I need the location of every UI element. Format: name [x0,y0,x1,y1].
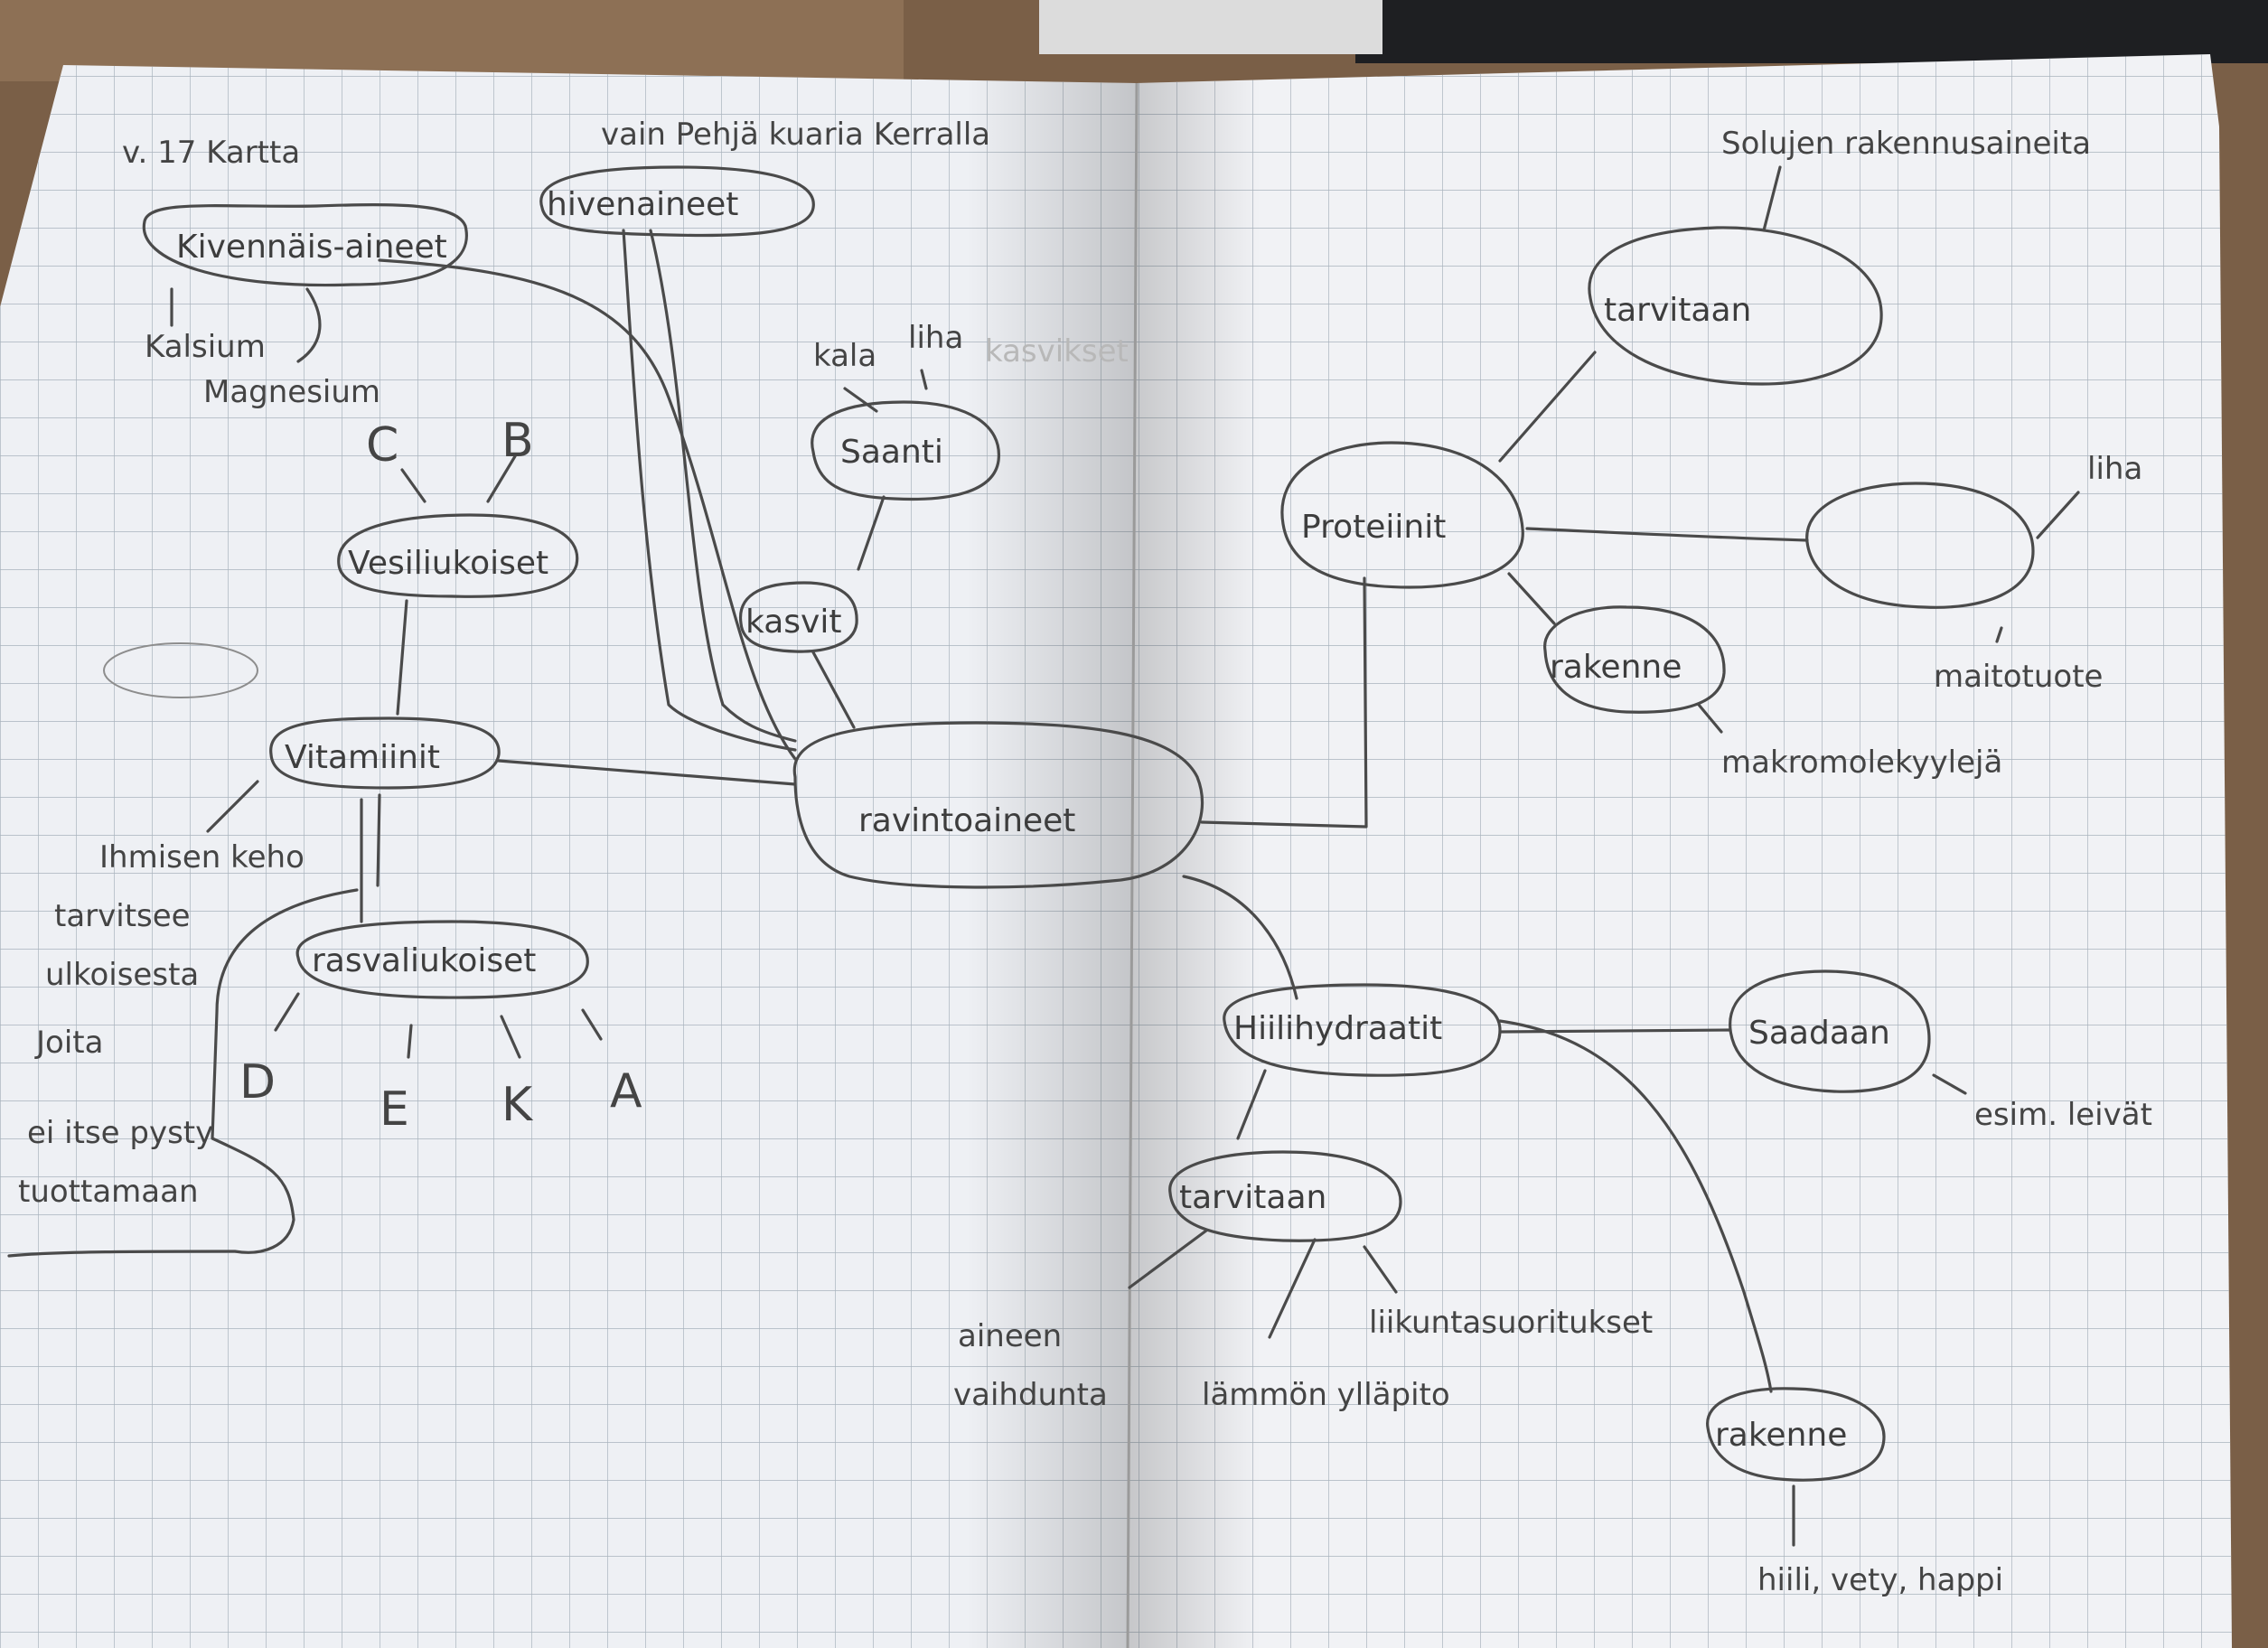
tarvitaan-top-label: tarvitaan [1604,292,1751,329]
saadan-top-oval [1805,482,2035,609]
letter-e: E [380,1082,409,1137]
ihmisen-note-2: tarvitsee [54,898,191,934]
top-note-right: Solujen rakennusaineita [1721,126,2091,162]
ihmisen-note-6: tuottamaan [18,1174,199,1210]
saadaan-mid-oval [1729,969,1931,1093]
letter-k: K [501,1078,534,1132]
right-page [1128,54,2232,1648]
right-page-connectors [1128,165,2080,1547]
rasvaliukoiset-oval [295,920,589,999]
tarvitaan-bottom-label: tarvitaan [1179,1179,1326,1216]
hiilihydraatit-label: Hiilihydraatit [1233,1010,1442,1047]
tarvitaan-top-oval [1588,226,1883,386]
right-page-nodes: tarvitaan Proteiinit rakenne Hiilihydraa… [1168,226,2035,1482]
kivennais-label: Kivennäis-aineet [176,229,447,266]
top-note-left: vain Pehjä kuaria Kerralla [601,117,990,153]
proteiinit-oval [1280,441,1524,589]
letter-d: D [239,1055,276,1110]
maitotuote-note: maitotuote [1934,659,2103,695]
left-page-notes: v. 17 Kartta vain Pehjä kuaria Kerralla … [18,117,1129,1210]
esim-leivat-note: esim. leivät [1974,1097,2152,1133]
saadaan-mid-label: Saadaan [1748,1015,1890,1052]
left-page-nodes: Kivennäis-aineet hivenaineet Vesiliukois… [142,165,1204,999]
letter-b: B [501,414,534,468]
ravintoaineet-oval [792,721,1204,889]
aineen-note-2: vaihdunta [953,1377,1108,1413]
kala-note: kala [813,338,876,374]
rasvaliukoiset-label: rasvaliukoiset [312,942,536,979]
ravintoaineet-label: ravintoaineet [858,802,1075,839]
kivennais-oval [142,203,468,287]
aineen-note-1: aineen [958,1318,1062,1354]
rakenne-top-label: rakenne [1550,649,1682,686]
hiilihydraatit-oval [1223,983,1502,1077]
liha-note-right: liha [2087,451,2142,487]
right-page-notes: Solujen rakennusaineita liha maitotuote … [953,126,2152,1598]
tarvitaan-bottom-oval [1168,1150,1402,1242]
hiili-note: hiili, vety, happi [1757,1562,2003,1598]
left-page [0,65,1137,1648]
magnesium-note: Magnesium [203,374,380,410]
book-spine [1126,82,1139,1648]
ihmisen-note-4: Joita [34,1025,103,1061]
erased-mark [103,642,258,698]
vesiliukoiset-oval [337,513,579,598]
lammon-note: lämmön ylläpito [1202,1377,1450,1413]
kalsium-note: Kalsium [145,329,266,365]
liha-note-left: liha [908,320,963,356]
kasvit-oval [739,581,858,653]
liikunta-note: liikuntasuoritukset [1369,1305,1653,1341]
ihmisen-note-3: ulkoisesta [45,957,199,993]
left-page-connectors [7,229,928,1258]
makromolekyyleja-note: makromolekyylejä [1721,744,2002,781]
saanti-label: Saanti [840,434,943,471]
hivenaineet-oval [539,165,815,238]
faint-crossed-text: kasvikset [985,333,1129,370]
rakenne-bottom-label: rakenne [1715,1417,1847,1454]
light-object [1039,0,1382,54]
letter-a: A [610,1064,642,1119]
ihmisen-note-1: Ihmisen keho [99,839,305,876]
vitamiinit-oval [269,716,501,790]
rakenne-top-oval [1543,605,1726,714]
ihmisen-note-5: ei itse pysty [27,1115,213,1151]
saanti-oval [811,400,1000,501]
kasvit-label: kasvit [745,604,841,641]
proteiinit-label: Proteiinit [1301,509,1446,546]
dark-object [1355,0,2268,63]
rakenne-bottom-oval [1706,1387,1886,1482]
vesiliukoiset-label: Vesiliukoiset [348,545,548,582]
page-title: v. 17 Kartta [122,135,300,171]
letter-c: C [366,418,398,473]
vitamiinit-label: Vitamiinit [285,739,440,776]
hivenaineet-label: hivenaineet [547,186,738,223]
